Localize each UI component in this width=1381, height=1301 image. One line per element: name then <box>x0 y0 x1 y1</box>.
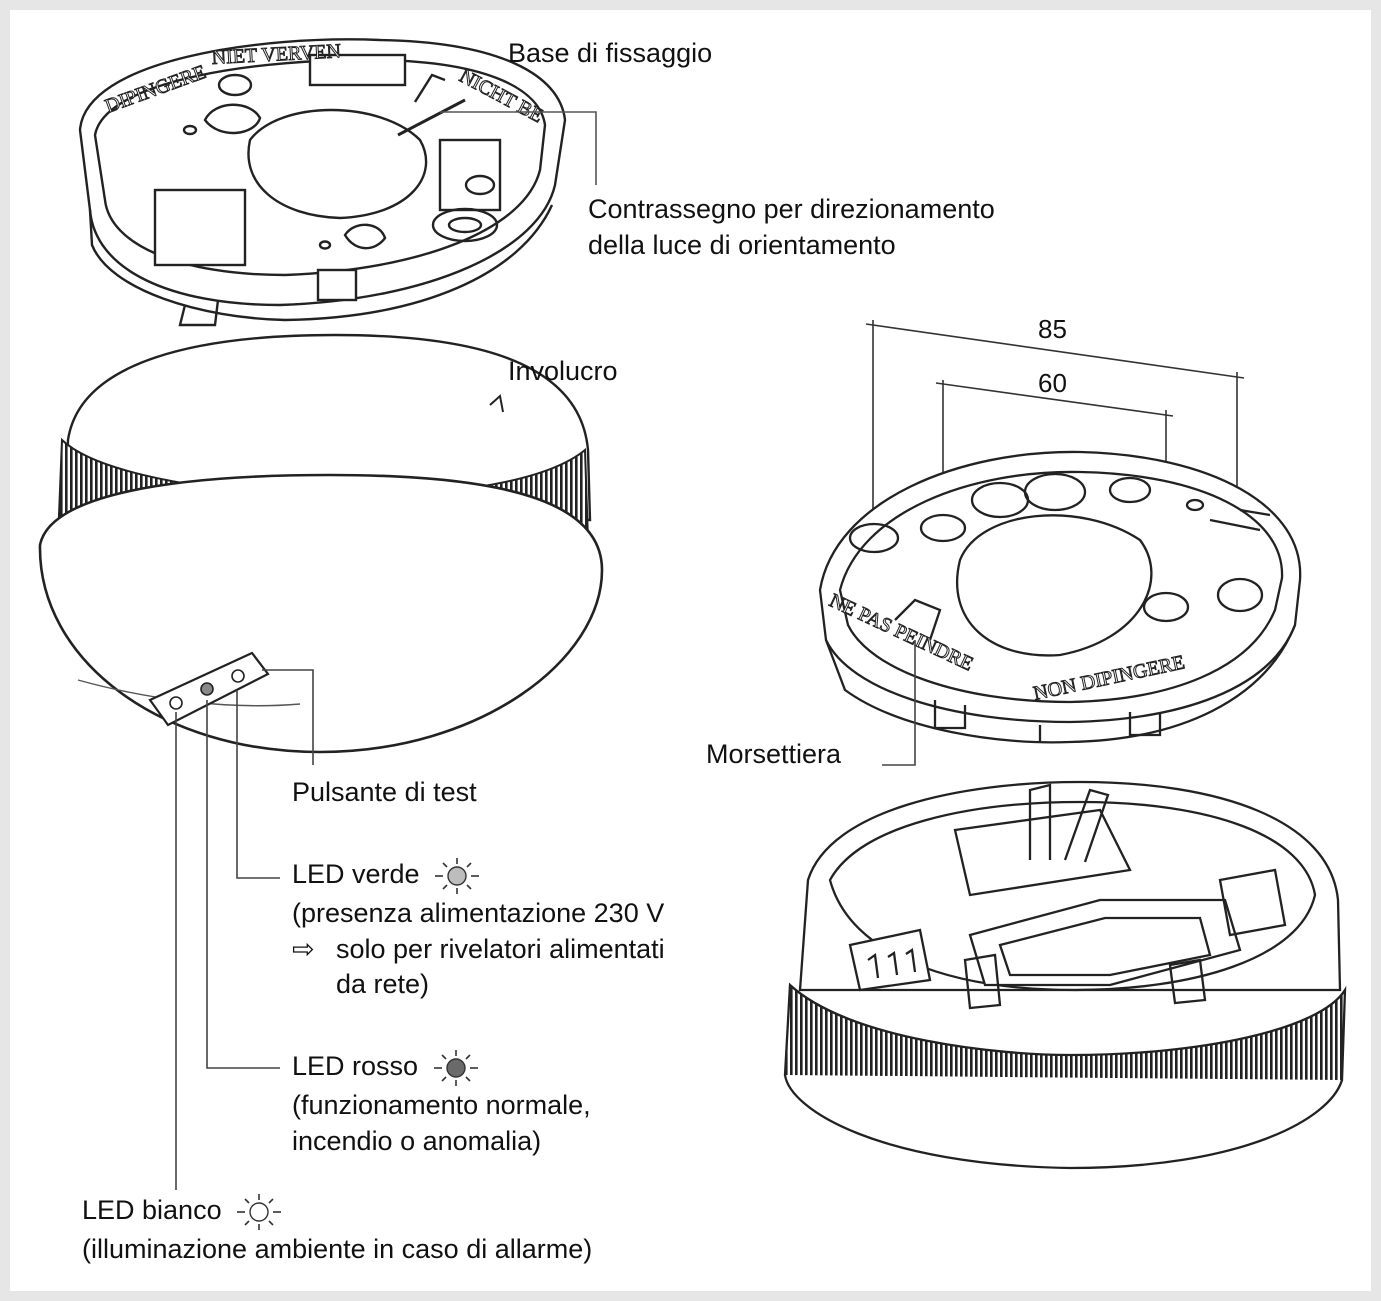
green-led-note: LED verde (presenza alimentazione 230 V … <box>292 856 665 1003</box>
white-led-title-row: LED bianco <box>82 1192 592 1232</box>
red-led-leader <box>206 700 280 1069</box>
white-led-title: LED bianco <box>82 1195 222 1226</box>
white-led-note: LED bianco (illuminazione ambiente in ca… <box>82 1192 592 1268</box>
marker-label-line2: della luce di orientamento <box>588 229 896 260</box>
green-led-icon <box>435 858 480 894</box>
dimension-inner: 60 <box>1038 368 1067 398</box>
terminal-block-label: Morsettiera <box>706 739 842 769</box>
green-led-title: LED verde <box>292 859 420 890</box>
green-led-line2-row: ⇨ solo per rivelatori alimentati <box>292 932 665 968</box>
red-led-note: LED rosso (funzionamento normale, incend… <box>292 1048 591 1159</box>
terminal-block-leader <box>882 640 916 766</box>
terminal-base-drawing <box>818 450 1302 744</box>
housing-drawing <box>38 333 604 754</box>
green-led-line3: da rete) <box>336 969 430 1000</box>
marker-label-line1: Contrassegno per direzionamento <box>588 194 995 224</box>
red-led-title: LED rosso <box>292 1051 419 1082</box>
green-led-title-row: LED verde <box>292 856 665 896</box>
white-led-line1: (illuminazione ambiente in caso di allar… <box>82 1234 593 1264</box>
red-led-title-row: LED rosso <box>292 1048 591 1088</box>
red-led-icon <box>433 1050 478 1086</box>
dimension-outer: 85 <box>1038 314 1067 344</box>
test-button-label: Pulsante di test <box>292 777 477 807</box>
test-button-leader <box>262 669 314 765</box>
base-label: Base di fissaggio <box>508 38 713 68</box>
green-led-line2: solo per rivelatori alimentati <box>336 933 665 964</box>
marker-note: Contrassegno per direzionamento della lu… <box>588 192 995 263</box>
detector-body-drawing <box>783 780 1347 1170</box>
arrow-icon: ⇨ <box>292 933 315 964</box>
white-led-icon <box>237 1194 282 1230</box>
red-led-line2: incendio o anomalia) <box>292 1125 542 1156</box>
red-led-line1: (funzionamento normale, <box>292 1090 591 1120</box>
mounting-base-top <box>78 38 567 327</box>
green-led-leader <box>236 690 280 879</box>
marker-leader-line <box>440 111 597 185</box>
green-led-line1: (presenza alimentazione 230 V <box>292 898 665 928</box>
housing-label: Involucro <box>508 356 618 386</box>
